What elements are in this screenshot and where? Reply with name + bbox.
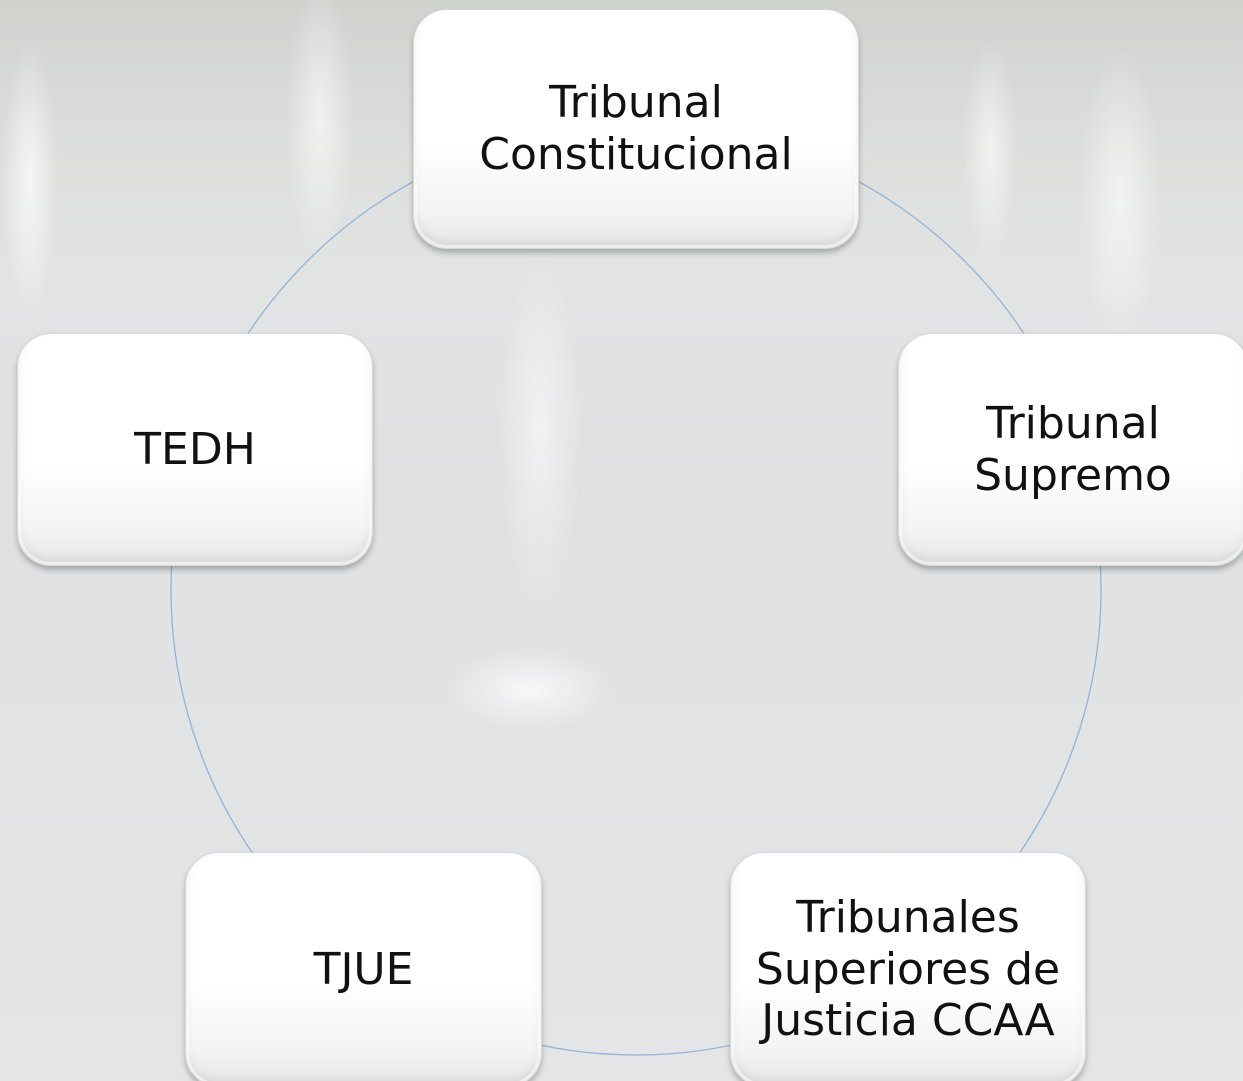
node-tribunal-supremo: Tribunal Supremo [898, 333, 1243, 566]
node-tedh: TEDH [17, 333, 373, 566]
node-label: TJUE [313, 943, 414, 995]
node-label: Tribunal Supremo [974, 397, 1172, 501]
node-label: TEDH [134, 423, 256, 475]
node-label: Tribunales Superiores de Justicia CCAA [755, 891, 1061, 1047]
node-tjue: TJUE [185, 852, 542, 1081]
node-tribunales-superiores-justicia: Tribunales Superiores de Justicia CCAA [730, 852, 1086, 1081]
node-label: Tribunal Constitucional [479, 77, 793, 180]
node-tribunal-constitucional: Tribunal Constitucional [413, 9, 859, 249]
